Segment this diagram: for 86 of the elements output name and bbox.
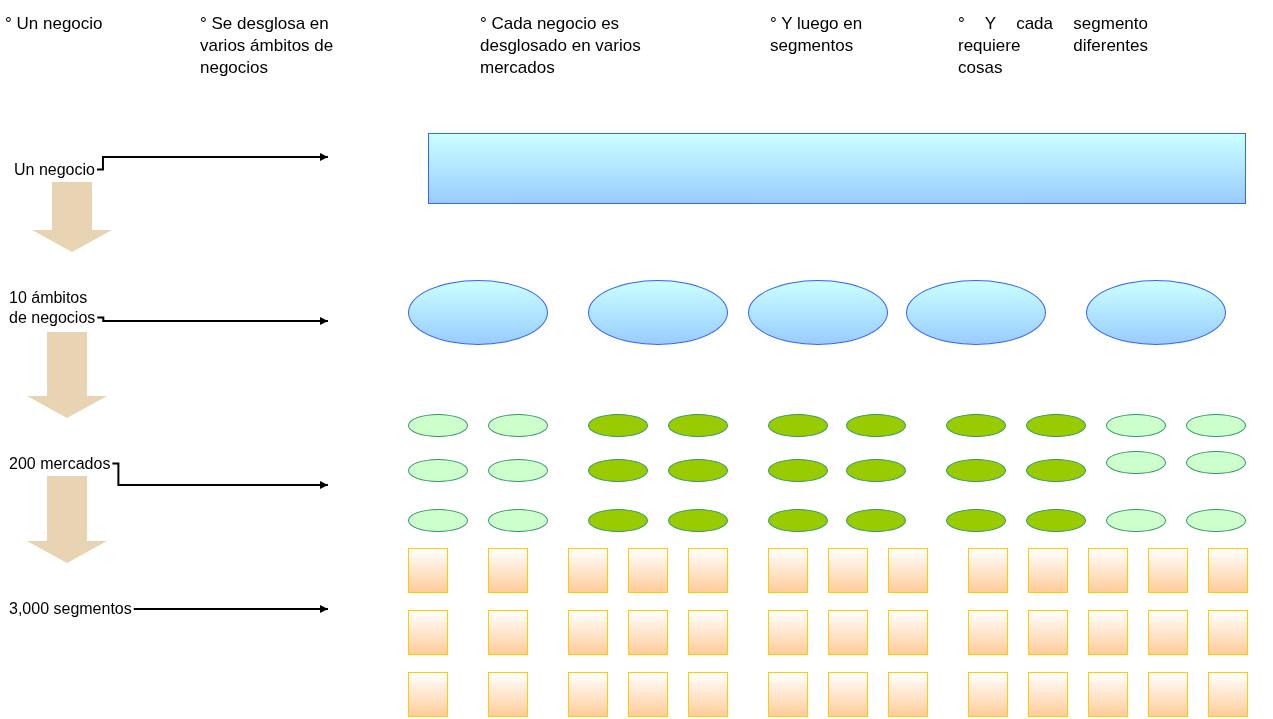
segment-box bbox=[828, 548, 868, 593]
block-arrow bbox=[27, 476, 107, 563]
column-heading: ° Y cada segmento requiere diferentes cosas bbox=[958, 13, 1148, 79]
level-label: Un negocio bbox=[14, 161, 95, 178]
segment-box bbox=[1088, 610, 1128, 655]
segment-box bbox=[628, 610, 668, 655]
segment-box bbox=[488, 548, 528, 593]
ellipse bbox=[1106, 451, 1166, 474]
ellipse bbox=[408, 459, 468, 482]
segment-box bbox=[1028, 610, 1068, 655]
column-heading: ° Cada negocio es desglosado en varios mercados bbox=[480, 13, 642, 79]
segment-box bbox=[628, 672, 668, 717]
ellipse bbox=[768, 414, 828, 437]
segment-box bbox=[968, 610, 1008, 655]
business-box bbox=[428, 133, 1246, 204]
ellipse bbox=[1026, 414, 1086, 437]
ellipse bbox=[1186, 414, 1246, 437]
level-label: 10 ámbitos de negocios bbox=[9, 289, 96, 326]
segment-box bbox=[488, 610, 528, 655]
segment-box bbox=[1088, 548, 1128, 593]
segment-box bbox=[1148, 610, 1188, 655]
level-label: 200 mercados bbox=[9, 455, 111, 472]
segment-box bbox=[768, 548, 808, 593]
segment-box bbox=[688, 548, 728, 593]
segment-box bbox=[968, 672, 1008, 717]
arrow bbox=[96, 316, 329, 325]
column-heading: ° Y luego en segmentos bbox=[770, 13, 864, 57]
arrow bbox=[132, 605, 329, 613]
segment-box bbox=[1208, 610, 1248, 655]
segment-box bbox=[1028, 672, 1068, 717]
segment-box bbox=[568, 548, 608, 593]
ellipse bbox=[1186, 509, 1246, 532]
ellipse bbox=[946, 509, 1006, 532]
ellipse bbox=[1106, 414, 1166, 437]
segment-box bbox=[408, 610, 448, 655]
ellipse bbox=[488, 459, 548, 482]
segment-box bbox=[568, 610, 608, 655]
ellipse bbox=[1026, 509, 1086, 532]
arrow bbox=[111, 462, 329, 489]
segment-box bbox=[888, 672, 928, 717]
ellipse bbox=[408, 509, 468, 532]
ellipse bbox=[488, 509, 548, 532]
block-arrow bbox=[32, 182, 112, 252]
segment-box bbox=[1148, 548, 1188, 593]
segment-box bbox=[888, 610, 928, 655]
ellipse bbox=[846, 414, 906, 437]
ellipse bbox=[946, 459, 1006, 482]
column-heading: ° Se desglosa en varios ámbitos de negocios bbox=[200, 13, 335, 79]
ellipse bbox=[668, 414, 728, 437]
ellipse bbox=[488, 414, 548, 437]
segment-box bbox=[828, 672, 868, 717]
column-heading: ° Un negocio bbox=[5, 13, 104, 35]
segment-box bbox=[1028, 548, 1068, 593]
segment-box bbox=[828, 610, 868, 655]
ellipse bbox=[588, 509, 648, 532]
ellipse bbox=[846, 459, 906, 482]
ellipse bbox=[768, 459, 828, 482]
segment-box bbox=[688, 672, 728, 717]
ellipse bbox=[668, 509, 728, 532]
ellipse bbox=[946, 414, 1006, 437]
segment-box bbox=[1088, 672, 1128, 717]
segment-box bbox=[408, 548, 448, 593]
segment-box bbox=[1148, 672, 1188, 717]
ellipse bbox=[588, 414, 648, 437]
segment-box bbox=[688, 610, 728, 655]
segment-box bbox=[408, 672, 448, 717]
ellipse bbox=[1186, 451, 1246, 474]
level-label: 3,000 segmentos bbox=[9, 600, 132, 617]
segment-box bbox=[768, 672, 808, 717]
segment-box bbox=[628, 548, 668, 593]
block-arrow bbox=[27, 332, 107, 418]
ellipse bbox=[846, 509, 906, 532]
arrow bbox=[95, 153, 329, 171]
ellipse bbox=[1026, 459, 1086, 482]
ellipse bbox=[1106, 509, 1166, 532]
segment-box bbox=[768, 610, 808, 655]
ellipse bbox=[408, 414, 468, 437]
segment-box bbox=[488, 672, 528, 717]
ellipse bbox=[768, 509, 828, 532]
ellipse bbox=[668, 459, 728, 482]
segment-box bbox=[968, 548, 1008, 593]
segment-box bbox=[568, 672, 608, 717]
ellipse bbox=[588, 459, 648, 482]
segment-box bbox=[888, 548, 928, 593]
segment-box bbox=[1208, 672, 1248, 717]
segment-box bbox=[1208, 548, 1248, 593]
